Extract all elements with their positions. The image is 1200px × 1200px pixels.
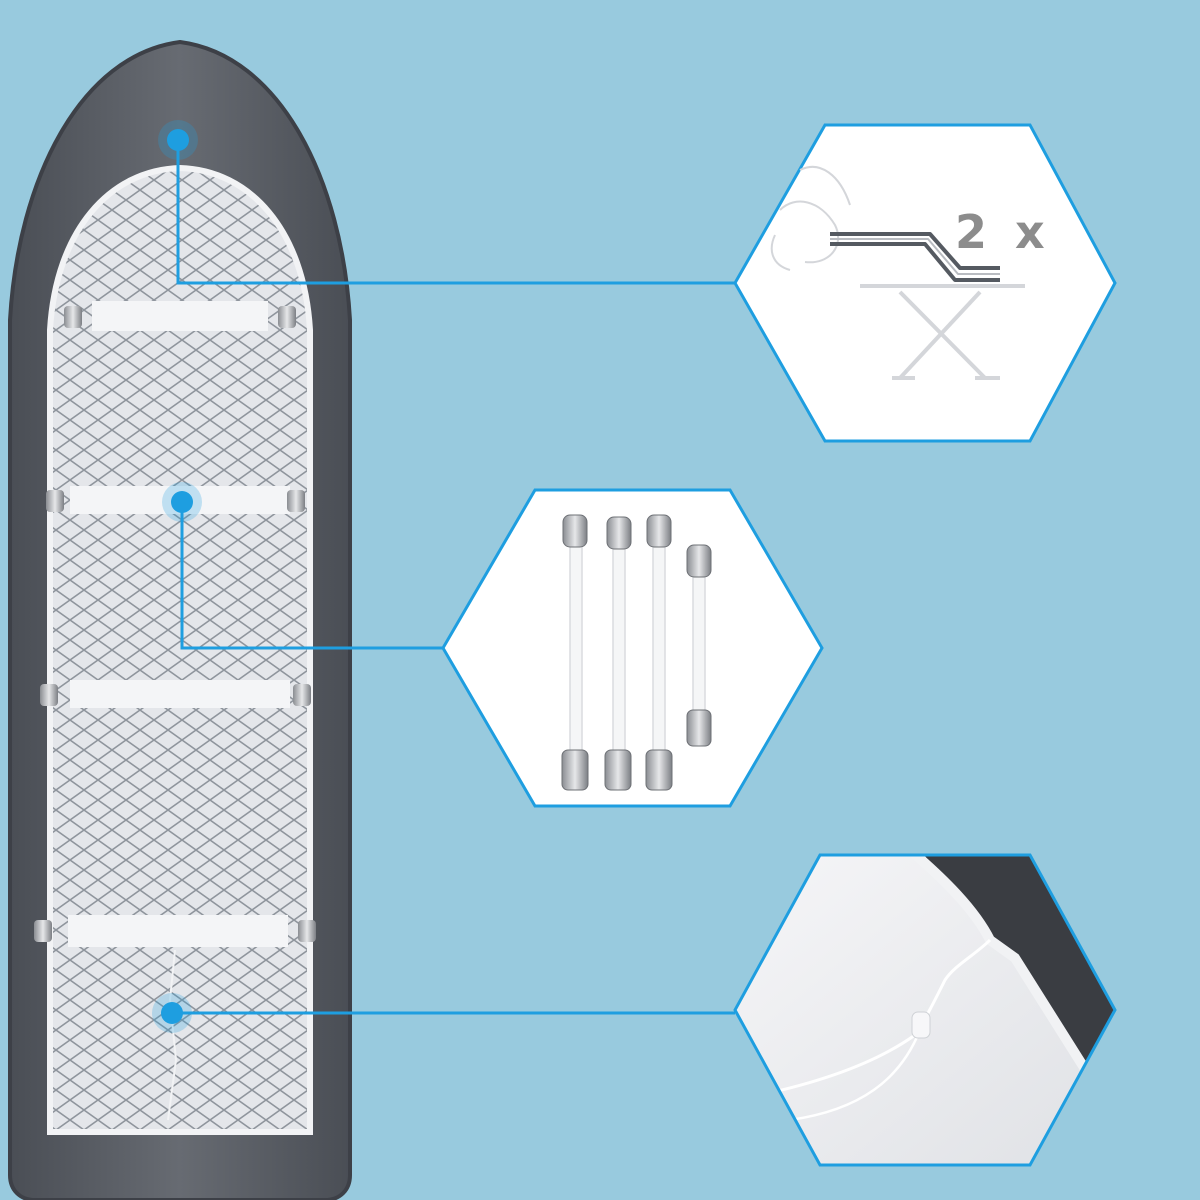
callout-connectors [172, 140, 735, 1015]
piping-edge [906, 855, 1100, 1088]
strap-row [40, 680, 311, 708]
hexagon-frame [733, 123, 1117, 443]
hand-sketch [770, 165, 851, 271]
hexagon-frame [441, 488, 824, 808]
marker-dot [158, 120, 198, 160]
elastic-clip-strap-icon [686, 544, 712, 747]
elastic-clip-strap-icon [561, 514, 589, 791]
elastic-clip-strap-icon [645, 514, 673, 791]
marker-dot [152, 993, 192, 1033]
connector-line-middle [180, 502, 443, 650]
ironing-board [8, 39, 352, 1200]
elastic-clip-strap-icon [604, 516, 632, 791]
hexagon-frame [733, 853, 1117, 1167]
strap-row [64, 301, 296, 331]
cord-stopper [911, 1011, 931, 1039]
straps-callout [441, 488, 824, 808]
cover-piping [47, 164, 313, 1135]
ironing-board-outline-icon [860, 284, 1025, 380]
hanger-bar-icon [830, 232, 1000, 282]
connector-line-top [176, 140, 735, 285]
hanger-callout: 2 x [733, 123, 1117, 443]
mesh-pattern [50, 168, 310, 1132]
board-drawstring [167, 949, 178, 1121]
marker-dot [162, 482, 202, 522]
strap-row [34, 915, 316, 947]
quantity-label: 2 x [955, 205, 1051, 259]
